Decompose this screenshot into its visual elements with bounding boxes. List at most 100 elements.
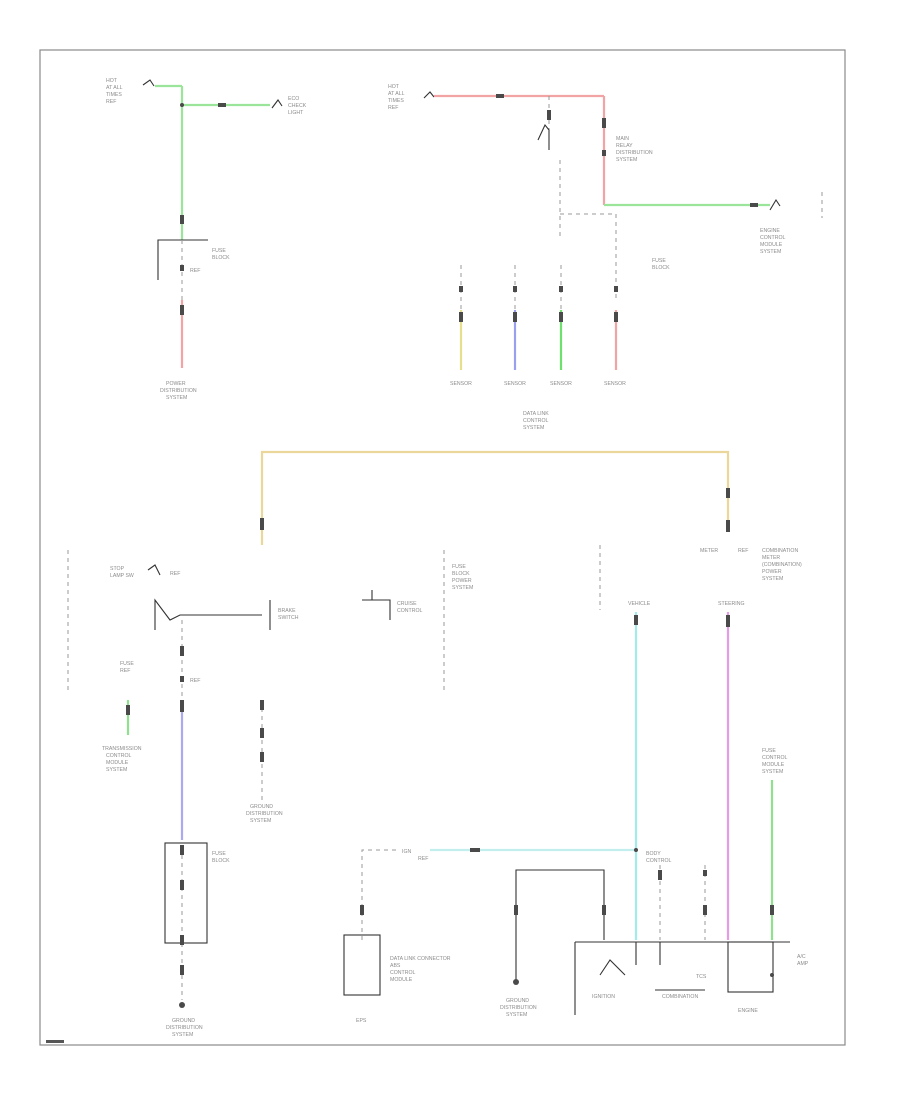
tcm-1: TRANSMISSION [102,746,142,752]
diag-4: MODULE [390,977,413,983]
ecm-lbl: ENGINE [738,1008,758,1014]
cm-4: POWER [762,569,782,575]
fuse-c-2: BLOCK [452,571,470,577]
main-relay-3: DISTRIBUTION [616,150,653,156]
hot-label-r2: AT ALL [388,91,405,97]
cm-1: COMBINATION [762,548,798,554]
fuse-c-4: SYSTEM [452,585,473,591]
top-right-power-feed: HOT AT ALL TIMES REF MAIN RELAY DISTRIBU… [388,84,823,431]
eco-label-3: LIGHT [288,110,304,116]
diag-3: CONTROL [390,970,415,976]
brake-1: BRAKE [278,608,296,614]
diag-2: ABS [390,963,401,969]
gnd-b-1: GROUND [172,1018,195,1024]
connector [180,305,184,315]
main-relay-4: SYSTEM [616,157,637,163]
tcm-3: MODULE [106,760,129,766]
connector [180,215,184,224]
pwr-label-2: DISTRIBUTION [160,388,197,394]
tcm-4: SYSTEM [106,767,127,773]
sw-lbl-1: IGNITION [592,994,615,1000]
fuse-r-2: BLOCK [652,265,670,271]
ac-1: BODY [646,851,661,857]
hot-label-2: AT ALL [106,85,123,91]
diag-1: DATA LINK CONNECTOR [390,956,451,962]
connector [750,203,758,207]
bottom-left-section: FUSE BLOCK GROUND DISTRIBUTION SYSTEM [164,842,230,1038]
eco-r-4: SYSTEM [760,249,781,255]
meter-2: REF [738,548,748,554]
sens-4: SENSOR [604,381,626,387]
sw-lbl: EPS [356,1018,367,1024]
cm-5: SYSTEM [762,576,783,582]
gnd-mid-2: DISTRIBUTION [246,811,283,817]
yellow-bus [260,450,730,545]
bus-2: CONTROL [523,418,548,424]
hot-label-r4: REF [388,105,398,111]
fuse-label-2: BLOCK [212,255,230,261]
bottom-right-module: TCS IGNITION COMBINATION ENGINE A/C AMP … [574,748,809,1015]
fuse [180,265,184,271]
gnd-c-3: SYSTEM [506,1012,527,1018]
pwr-label-1: POWER [166,381,186,387]
main-relay-2: RELAY [616,143,633,149]
pwr-label-3: SYSTEM [166,395,187,401]
mod-2: AMP [797,961,809,967]
eco-label-1: ECO [288,96,299,102]
sens-2: SENSOR [504,381,526,387]
fuse-c-1: FUSE [452,564,466,570]
eco-r-2: CONTROL [760,235,785,241]
steer-lbl: STEERING [718,601,745,607]
eco-r-1: ENGINE [760,228,780,234]
mod-1: A/C [797,954,806,960]
hot-label-4: REF [106,99,116,105]
fuse-b-1: FUSE [212,851,226,857]
connector [496,94,504,98]
bottom-middle-section: IGN REF DATA LINK CONNECTOR ABS CONTROL … [343,848,707,1024]
ign-lbl: IGN [402,849,411,855]
gnd-c-2: DISTRIBUTION [500,1005,537,1011]
cm-2: METER [762,555,780,561]
main-relay-1: MAIN [616,136,629,142]
connector [602,118,606,128]
fuse-label-1: FUSE [212,248,226,254]
eco-label-2: CHECK [288,103,307,109]
brake-2: SWITCH [278,615,299,621]
connector [547,110,551,120]
cruise-1: CRUISE [397,601,417,607]
ac-2: CONTROL [646,858,671,864]
page-marker [46,1040,64,1043]
fuse-mid: REF [190,678,200,684]
cruise-control-section: CRUISE CONTROL FUSE BLOCK POWER SYSTEM [362,550,473,690]
diagram-frame [39,49,846,1046]
meter-1: METER [700,548,718,554]
hot-label-r1: HOT [388,84,400,90]
steer-mod-2: CONTROL [762,755,787,761]
tcs-lbl: TCS [696,974,707,980]
bus-3: SYSTEM [523,425,544,431]
sens-1: SENSOR [450,381,472,387]
stop-2: LAMP SW [110,573,134,579]
fuse-amp: REF [190,268,200,274]
stop-ref: REF [170,571,180,577]
cm-lbl-1: COMBINATION [662,994,698,1000]
gnd-b-3: SYSTEM [172,1032,193,1038]
top-left-power-feed: HOT AT ALL TIMES REF ECO CHECK LIGHT FUS… [106,78,307,401]
middle-right-section: METER REF COMBINATION METER (COMBINATION… [599,545,802,940]
steer-mod-4: SYSTEM [762,769,783,775]
splice [180,103,184,107]
gnd-b-2: DISTRIBUTION [166,1025,203,1031]
speed-lbl: VEHICLE [628,601,651,607]
wire-yellow-bus [260,450,730,545]
fuse-left-2: REF [120,668,130,674]
cruise-2: CONTROL [397,608,422,614]
sens-3: SENSOR [550,381,572,387]
bus-1: DATA LINK [523,411,549,417]
gnd-mid-3: SYSTEM [250,818,271,824]
fuse-left-1: FUSE [120,661,134,667]
cm-3: (COMBINATION) [762,562,802,568]
eco-r-3: MODULE [760,242,783,248]
connector [218,103,226,107]
middle-left-section: STOP LAMP SW REF BRAKE SWITCH REF FUSE R… [67,550,299,840]
